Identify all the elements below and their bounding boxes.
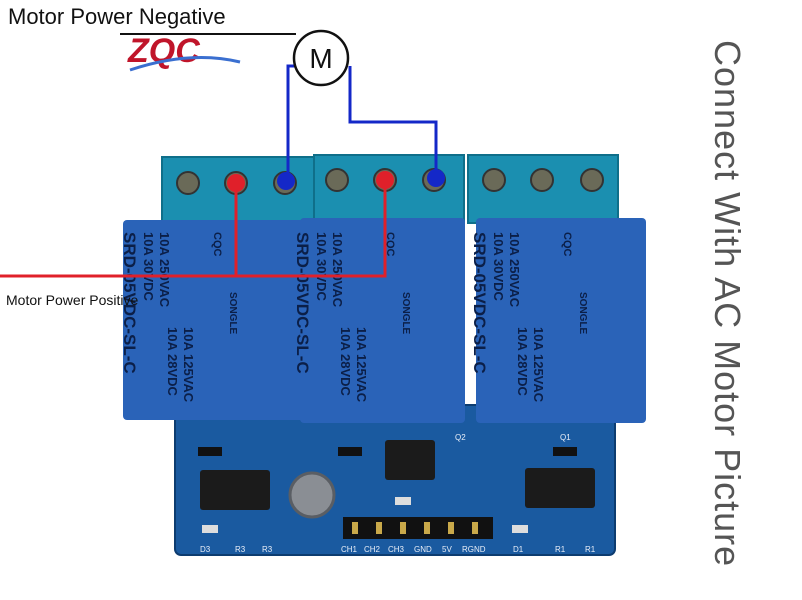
relay-spec: 10A 28VDC <box>515 327 530 396</box>
component-label: R3 <box>262 545 273 554</box>
component-label: R3 <box>235 545 246 554</box>
connection-dot-red <box>376 171 394 189</box>
screw-icon <box>482 168 506 192</box>
header-pins <box>343 517 493 539</box>
motor-positive-label: Motor Power Positive <box>6 292 139 308</box>
zqc-logo: ZQC <box>127 32 241 72</box>
screw-icon <box>325 168 349 192</box>
component-label: R1 <box>555 545 566 554</box>
optocoupler-right <box>525 468 595 508</box>
connection-dot-blue <box>427 169 445 187</box>
motor-symbol: M <box>309 43 332 74</box>
relay-body-2 <box>300 218 465 423</box>
screw-icon <box>176 171 200 195</box>
pin-label: CH1 <box>341 545 358 554</box>
screw-icon <box>530 168 554 192</box>
motor-negative-label: Motor Power Negative <box>8 4 226 29</box>
relay-spec: 10A 250VAC <box>330 232 345 308</box>
pin-label: RGND <box>462 545 486 554</box>
motor-icon <box>292 29 350 87</box>
diode-d2 <box>338 447 362 456</box>
led-middle <box>395 497 411 505</box>
component-label: D3 <box>200 545 211 554</box>
led-right <box>512 525 528 533</box>
led-left <box>202 525 218 533</box>
relay-cert: CQC <box>211 232 223 257</box>
relay-2: 10A 250VAC 10A 30VDC SRD-05VDC-SL-C 10A … <box>293 154 465 423</box>
pin-label: CH2 <box>364 545 381 554</box>
relay-model: SRD-05VDC-SL-C <box>120 232 139 374</box>
screw-icon <box>580 168 604 192</box>
relay-body-3 <box>476 218 646 423</box>
relay-spec: 10A 125VAC <box>531 327 546 403</box>
optocoupler-middle <box>385 440 435 480</box>
relay-body-1 <box>123 220 308 420</box>
mounting-standoff <box>288 471 336 519</box>
pin-label: 5V <box>442 545 452 554</box>
diode-d3 <box>198 447 222 456</box>
wire-return-blue <box>348 66 438 178</box>
side-caption: Connect With AC Motor Picture <box>707 40 748 568</box>
relay-spec: 10A 30VDC <box>491 232 506 301</box>
relay-cert: CQC <box>561 232 573 257</box>
wire-positive-red-2 <box>230 180 387 278</box>
component-label: Q2 <box>455 433 466 442</box>
component-label: Q1 <box>560 433 571 442</box>
relay-model: SRD-05VDC-SL-C <box>293 232 312 374</box>
relay-spec: 10A 125VAC <box>354 327 369 403</box>
logo-text: ZQC <box>127 32 200 70</box>
component-label: R1 <box>585 545 596 554</box>
component-label: D1 <box>513 545 524 554</box>
relay-spec: 10A 30VDC <box>141 232 156 301</box>
connection-dot-red <box>227 174 245 192</box>
optocoupler-left <box>200 470 270 510</box>
relay-spec: 10A 125VAC <box>181 327 196 403</box>
pin-label: GND <box>414 545 432 554</box>
relay-spec: 10A 250VAC <box>507 232 522 308</box>
relay-spec: 10A 28VDC <box>338 327 353 396</box>
relay-model: SRD-05VDC-SL-C <box>470 232 489 374</box>
diode-d1 <box>553 447 577 456</box>
relay-brand: SONGLE <box>577 292 588 335</box>
connection-dot-blue <box>277 172 295 190</box>
relay-spec: 10A 30VDC <box>314 232 329 301</box>
wire-negative-blue <box>286 64 296 180</box>
relay-3: 10A 250VAC 10A 30VDC SRD-05VDC-SL-C 10A … <box>467 154 646 423</box>
pin-label: CH3 <box>388 545 405 554</box>
relay-brand: SONGLE <box>227 292 238 335</box>
relay-brand: SONGLE <box>400 292 411 335</box>
relay-cert: CQC <box>384 232 396 257</box>
relay-spec: 10A 250VAC <box>157 232 172 308</box>
relay-spec: 10A 28VDC <box>165 327 180 396</box>
relay-1: 10A 250VAC 10A 30VDC SRD-05VDC-SL-C 10A … <box>120 156 315 420</box>
